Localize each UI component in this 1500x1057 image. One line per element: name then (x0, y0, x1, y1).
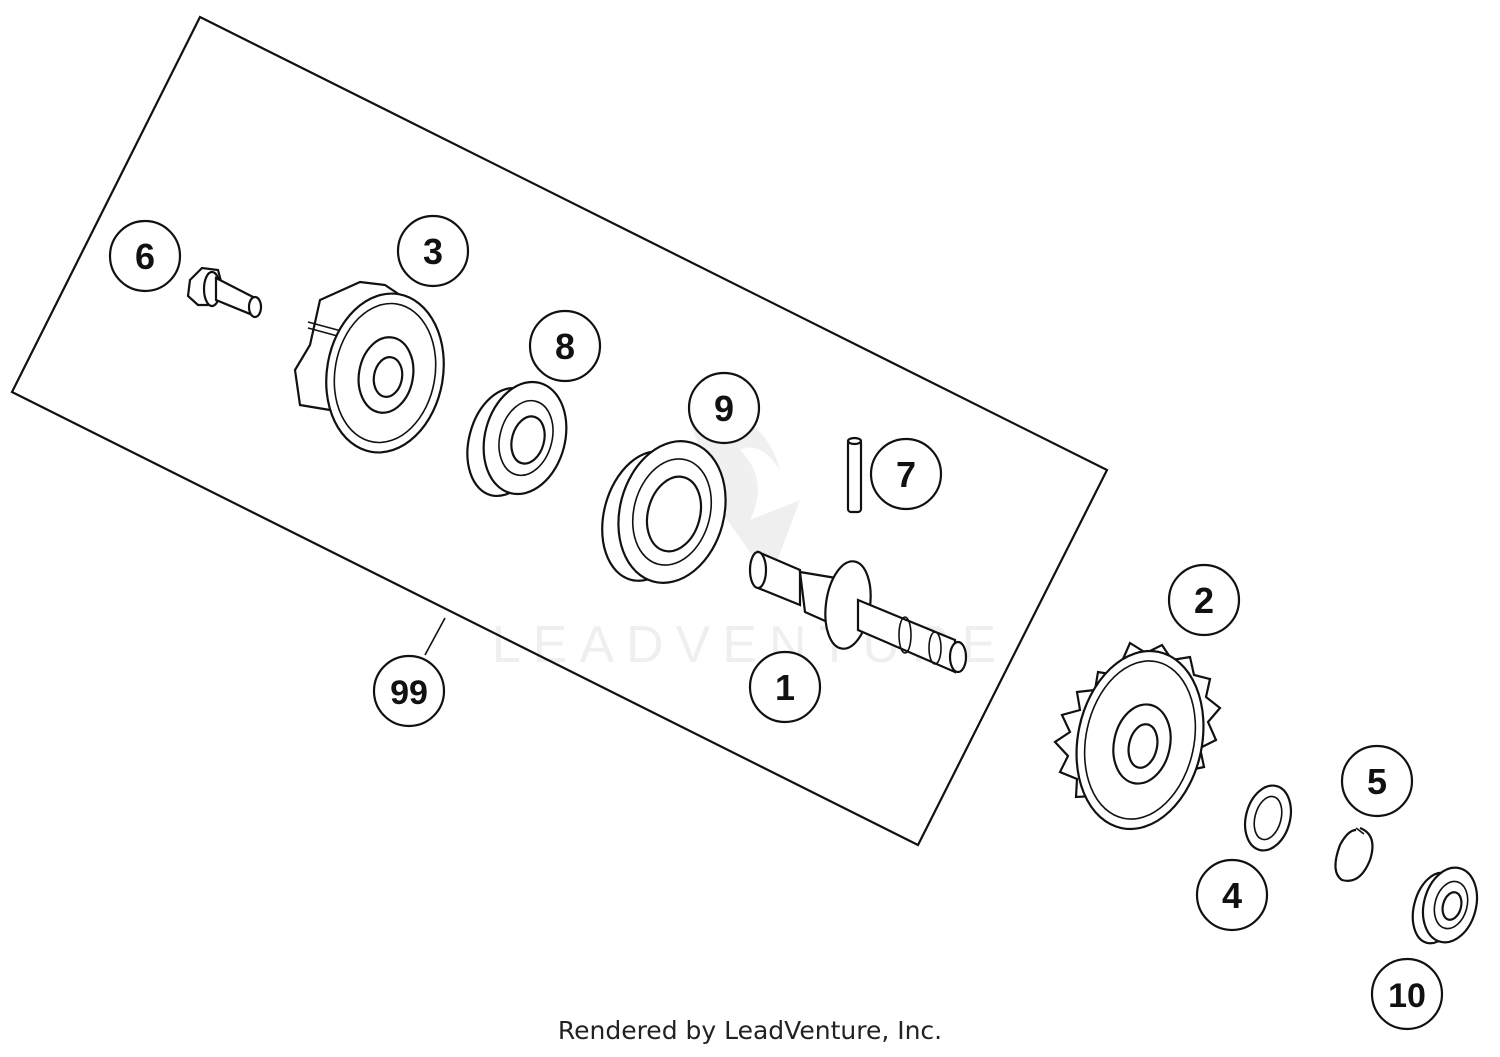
bearing-part-10[interactable] (1405, 862, 1485, 949)
callout-99[interactable]: 99 (372, 654, 446, 728)
bolt-part-6[interactable] (186, 266, 263, 319)
callout-5[interactable]: 5 (1340, 744, 1414, 818)
watermark-logo (690, 415, 800, 580)
callout-7[interactable]: 7 (869, 437, 943, 511)
footer-credit: Rendered by LeadVenture, Inc. (557, 1016, 943, 1045)
leader-line-99 (424, 617, 446, 656)
callout-4[interactable]: 4 (1195, 858, 1269, 932)
callout-label-1: 1 (775, 667, 795, 708)
bearing-part-9[interactable] (588, 429, 740, 595)
callout-9[interactable]: 9 (687, 371, 761, 445)
callout-label-10: 10 (1388, 977, 1426, 1015)
callout-label-99: 99 (390, 674, 428, 712)
callout-3[interactable]: 3 (396, 214, 470, 288)
callout-2[interactable]: 2 (1167, 563, 1241, 637)
bearing-part-8[interactable] (456, 373, 578, 505)
washer-part-4[interactable] (1238, 780, 1298, 855)
pin-part-7[interactable] (846, 436, 863, 514)
kit-outline-99 (10, 15, 1109, 847)
gear-part-2[interactable] (1053, 639, 1222, 841)
callout-label-5: 5 (1367, 761, 1387, 802)
callout-8[interactable]: 8 (528, 309, 602, 383)
callout-label-4: 4 (1222, 875, 1242, 916)
shaft-part-1[interactable] (748, 550, 968, 674)
callout-10[interactable]: 10 (1370, 957, 1444, 1031)
callout-label-9: 9 (714, 388, 734, 429)
callout-label-3: 3 (423, 231, 443, 272)
callout-label-6: 6 (135, 236, 155, 277)
circlip-part-5[interactable] (1334, 826, 1374, 882)
callout-label-8: 8 (555, 326, 575, 367)
impeller-part-3[interactable] (293, 280, 456, 462)
callout-1[interactable]: 1 (748, 650, 822, 724)
callout-label-2: 2 (1194, 580, 1214, 621)
callout-6[interactable]: 6 (108, 219, 182, 293)
callout-label-7: 7 (896, 454, 916, 495)
